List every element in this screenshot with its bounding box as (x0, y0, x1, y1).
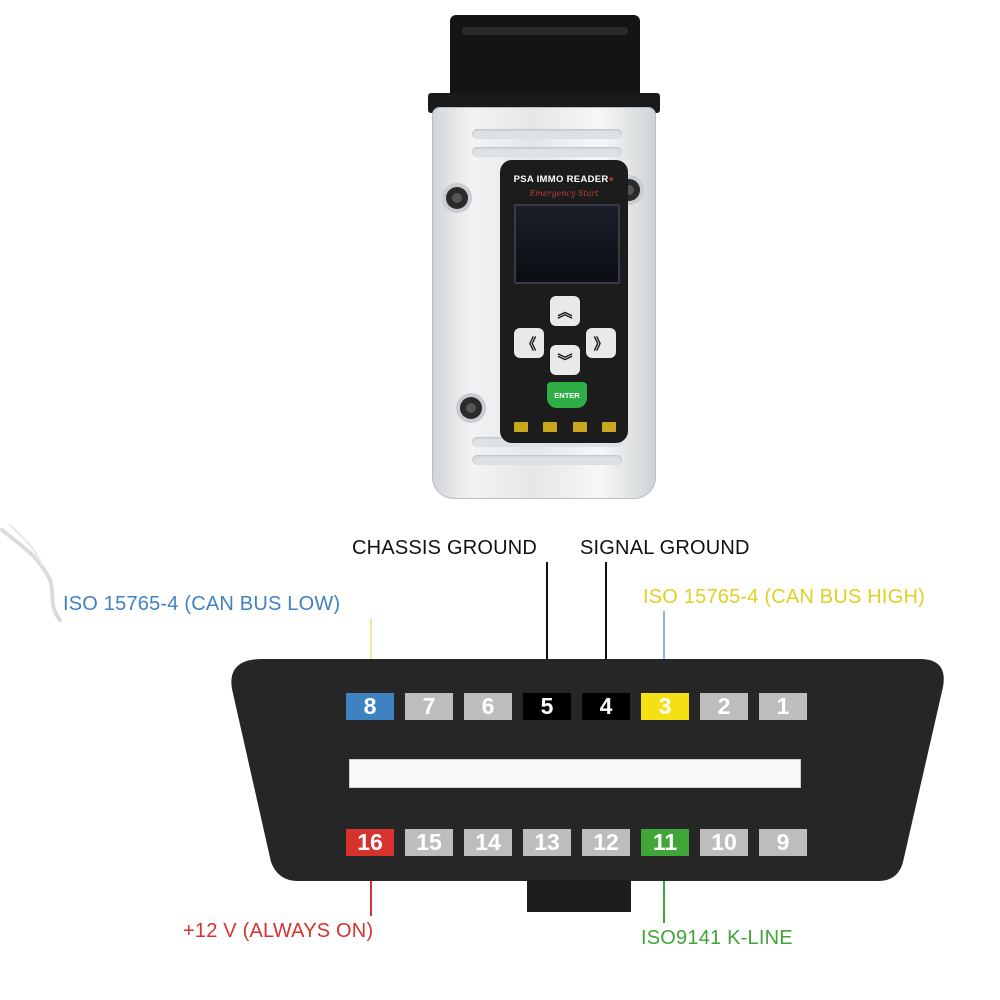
obd-plug (450, 15, 640, 97)
obd-reader-device: PSA IMMO READER+ Emergency Start ︽ 《 》 ︾… (428, 15, 660, 500)
badge-icon (572, 422, 587, 432)
screw-icon (446, 187, 468, 209)
housing-rib (472, 147, 622, 157)
left-chevron-icon: 《 (521, 335, 537, 353)
enter-button[interactable]: ENTER (547, 382, 587, 408)
pin-6: 6 (464, 693, 512, 720)
badge-icon (514, 422, 528, 432)
up-chevron-icon: ︽ (557, 303, 573, 321)
pin-11: 11 (641, 829, 689, 856)
can-bus-low-label: ISO 15765-4 (CAN BUS LOW) (63, 593, 341, 615)
right-chevron-icon: 》 (593, 335, 609, 353)
power-12v-label: +12 V (ALWAYS ON) (183, 920, 374, 942)
pin-14: 14 (464, 829, 512, 856)
chassis-ground-label: CHASSIS GROUND (352, 537, 538, 559)
down-chevron-icon: ︾ (557, 352, 573, 370)
pin-8: 8 (346, 693, 394, 720)
pin-1: 1 (759, 693, 807, 720)
certification-badges (514, 422, 616, 434)
pin-15: 15 (405, 829, 453, 856)
screw-icon (460, 397, 482, 419)
up-button[interactable]: ︽ (550, 296, 580, 326)
pin-4: 4 (582, 693, 630, 720)
signal-ground-leader (605, 562, 607, 693)
housing-rib (472, 455, 622, 465)
signal-ground-label: SIGNAL GROUND (580, 537, 750, 559)
pin-3: 3 (641, 693, 689, 720)
can-bus-high-label: ISO 15765-4 (CAN BUS HIGH) (643, 586, 925, 608)
pin-10: 10 (700, 829, 748, 856)
down-button[interactable]: ︾ (550, 345, 580, 375)
pin-5: 5 (523, 693, 571, 720)
connector-latch-tab (527, 880, 631, 912)
chassis-ground-leader (546, 562, 548, 693)
left-button[interactable]: 《 (514, 328, 544, 358)
pin-2: 2 (700, 693, 748, 720)
pin-16: 16 (346, 829, 394, 856)
device-subbrand: Emergency Start (529, 189, 599, 198)
badge-icon (543, 422, 558, 432)
right-button[interactable]: 》 (586, 328, 616, 358)
connector-center-slot (349, 759, 801, 788)
pin-9: 9 (759, 829, 807, 856)
power-leader (370, 856, 372, 916)
badge-icon (601, 422, 616, 432)
lcd-screen (514, 204, 620, 284)
pin-7: 7 (405, 693, 453, 720)
k-line-label: ISO9141 K-LINE (641, 927, 793, 949)
pin-12: 12 (582, 829, 630, 856)
device-faceplate: PSA IMMO READER+ Emergency Start ︽ 《 》 ︾… (500, 160, 628, 443)
can-high-leader (663, 611, 665, 693)
pin-13: 13 (523, 829, 571, 856)
can-low-leader (370, 618, 372, 693)
k-line-leader (663, 856, 665, 923)
housing-rib (472, 129, 622, 139)
device-brand: PSA IMMO READER+ (513, 174, 615, 185)
decorative-scribble (0, 524, 62, 622)
